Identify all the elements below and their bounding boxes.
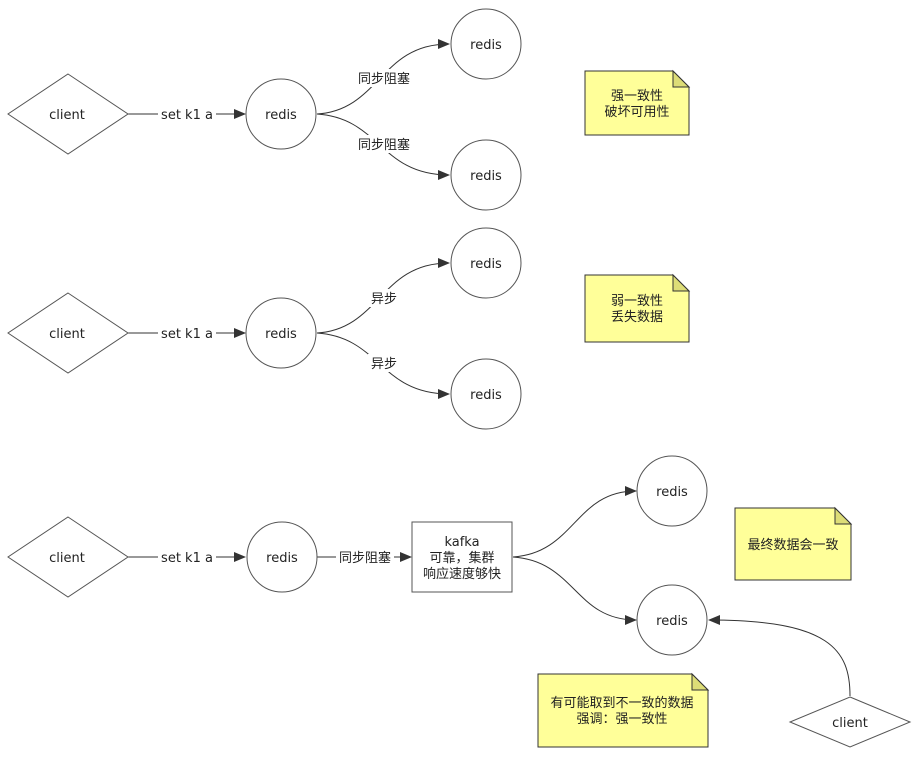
redis-node[interactable]: redis bbox=[245, 78, 317, 150]
note-line: 强一致性 bbox=[611, 89, 663, 104]
redis-label: redis bbox=[266, 551, 298, 566]
note-line: 有可能取到不一致的数据 bbox=[550, 695, 693, 711]
kafka-label-line: 响应速度够快 bbox=[423, 566, 501, 582]
redis-label: redis bbox=[265, 108, 297, 123]
redis-replica-node[interactable]: redis bbox=[450, 227, 522, 299]
edge-client4-redis3b bbox=[708, 615, 851, 697]
redis-node[interactable]: redis bbox=[245, 297, 317, 369]
client-label: client bbox=[49, 551, 85, 566]
edge-label: set k1 a bbox=[161, 551, 213, 566]
edge-redis2-redis2b: 异步 bbox=[316, 332, 450, 399]
edge-label: 同步阻塞 bbox=[358, 71, 410, 87]
edge-client3-redis3: set k1 a bbox=[128, 548, 246, 566]
kafka-label-line: 可靠，集群 bbox=[429, 550, 494, 566]
edge-label: 同步阻塞 bbox=[358, 137, 410, 153]
redis-replica-node[interactable]: redis bbox=[450, 8, 522, 80]
edge-redis1-redis1a: 同步阻塞 bbox=[316, 39, 450, 115]
redis-label: redis bbox=[265, 327, 297, 342]
note-eventual-consistency: 最终数据会一致 bbox=[734, 506, 853, 581]
edge-redis1-redis1b: 同步阻塞 bbox=[316, 113, 450, 180]
redis-node[interactable]: redis bbox=[246, 521, 318, 593]
redis-label: redis bbox=[470, 169, 502, 184]
client-label: client bbox=[49, 108, 85, 123]
note-weak-consistency: 弱一致性 丢失数据 bbox=[584, 273, 691, 343]
client-label: client bbox=[832, 716, 868, 731]
edge-label: 同步阻塞 bbox=[339, 550, 391, 566]
redis-replica-node[interactable]: redis bbox=[450, 139, 522, 211]
client-node[interactable]: client bbox=[7, 292, 129, 374]
edge-label: set k1 a bbox=[161, 108, 213, 123]
edge-redis3-kafka: 同步阻塞 bbox=[317, 548, 412, 566]
note-line: 丢失数据 bbox=[611, 310, 663, 325]
note-strong-consistency: 强一致性 破坏可用性 bbox=[584, 69, 691, 136]
edge-label: 异步 bbox=[371, 292, 397, 307]
redis-replica-node[interactable]: redis bbox=[450, 358, 522, 430]
note-line: 最终数据会一致 bbox=[747, 537, 838, 553]
note-line: 破坏可用性 bbox=[604, 105, 669, 120]
client-label: client bbox=[49, 327, 85, 342]
edge-label: 异步 bbox=[371, 357, 397, 372]
edge-label: set k1 a bbox=[161, 327, 213, 342]
client-node[interactable]: client bbox=[7, 73, 129, 155]
edge-kafka-redis3b bbox=[512, 556, 637, 625]
redis-replica-node[interactable]: redis bbox=[636, 455, 708, 527]
redis-replica-node[interactable]: redis bbox=[636, 584, 708, 656]
client-node[interactable]: client bbox=[788, 696, 912, 748]
redis-label: redis bbox=[656, 614, 688, 629]
redis-label: redis bbox=[470, 388, 502, 403]
note-line: 弱一致性 bbox=[611, 294, 663, 309]
redis-label: redis bbox=[656, 485, 688, 500]
edge-client1-redis1: set k1 a bbox=[128, 105, 246, 123]
client-node[interactable]: client bbox=[7, 516, 129, 598]
note-inconsistent-read: 有可能取到不一致的数据 强调：强一致性 bbox=[537, 672, 710, 748]
kafka-node[interactable]: kafka 可靠，集群 响应速度够快 bbox=[411, 521, 513, 593]
edge-kafka-redis3a bbox=[512, 486, 637, 558]
redis-label: redis bbox=[470, 38, 502, 53]
note-line: 强调：强一致性 bbox=[576, 712, 667, 727]
redis-label: redis bbox=[470, 257, 502, 272]
edge-client2-redis2: set k1 a bbox=[128, 324, 246, 342]
kafka-label-line: kafka bbox=[444, 535, 479, 550]
edge-redis2-redis2a: 异步 bbox=[316, 258, 450, 334]
